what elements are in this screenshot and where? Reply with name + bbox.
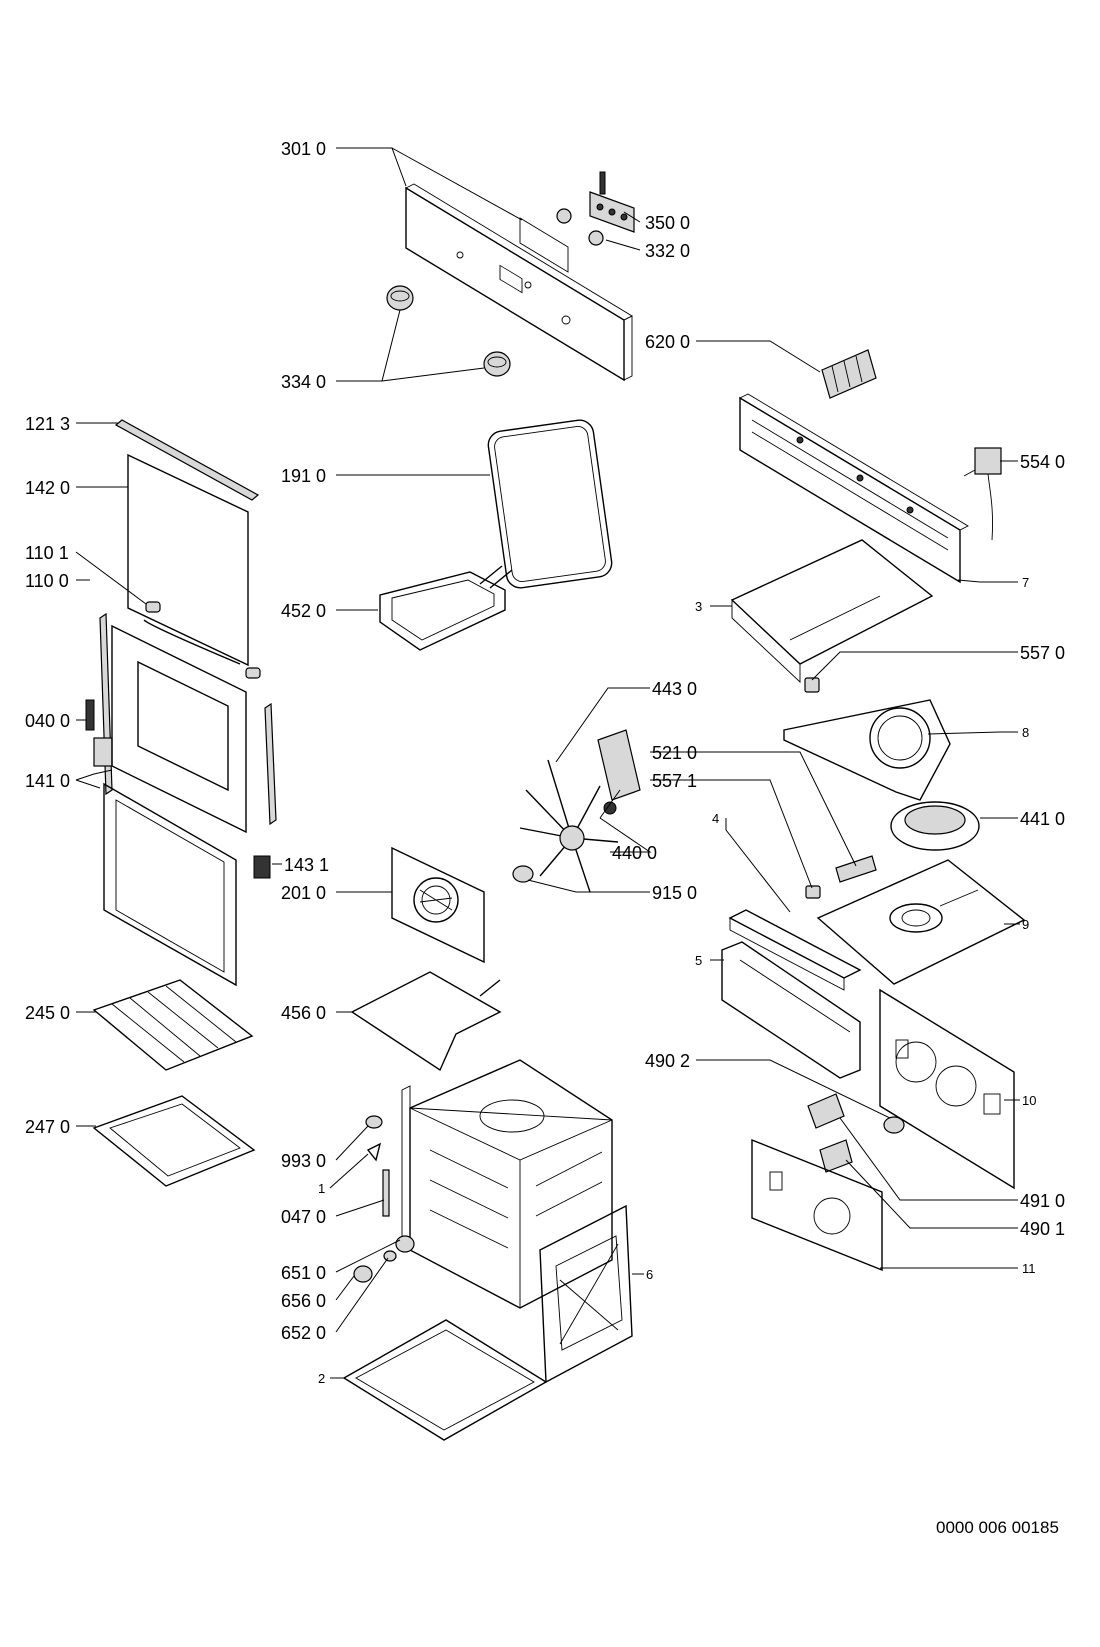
rear-top-frame	[739, 393, 969, 584]
callout-label: 11	[1022, 1261, 1036, 1276]
callout-label: 440 0	[612, 843, 657, 863]
callout-labels: 301 0 350 0 332 0 334 0 620 0 121 3 142 …	[25, 139, 1065, 1386]
cooling-fan	[890, 801, 980, 851]
callout-label: 651 0	[281, 1263, 326, 1283]
door-hinge-parts	[85, 601, 277, 826]
air-duct	[728, 909, 862, 991]
callout-label: 491 0	[1020, 1191, 1065, 1211]
callout-label: 521 0	[652, 743, 697, 763]
callout-label: 350 0	[645, 213, 690, 233]
callout-label: 191 0	[281, 466, 326, 486]
door-hinge-bracket	[253, 855, 271, 879]
lamp-socket	[819, 1139, 853, 1173]
safety-thermostat	[804, 677, 820, 693]
callout-label: 993 0	[281, 1151, 326, 1171]
oven-cavity	[401, 1059, 613, 1309]
callout-label: 554 0	[1020, 452, 1065, 472]
callout-label: 2	[318, 1371, 325, 1386]
leader-lines	[75, 147, 1020, 1379]
clock-module	[589, 171, 635, 233]
switch-shafts	[556, 208, 604, 246]
baking-tray	[92, 1095, 256, 1187]
wire-shelf	[92, 979, 254, 1071]
terminal-block	[821, 349, 877, 399]
callout-label: 656 0	[281, 1291, 326, 1311]
callout-label: 8	[1022, 725, 1029, 740]
fan-shroud	[783, 699, 951, 801]
control-panel-fascia	[405, 183, 633, 382]
callout-label: 452 0	[281, 601, 326, 621]
rear-panel	[879, 988, 1015, 1190]
door-switch	[835, 855, 877, 883]
lamp-holder	[883, 1116, 905, 1134]
callout-label: 5	[695, 953, 702, 968]
callout-label: 557 1	[652, 771, 697, 791]
callout-label: 443 0	[652, 679, 697, 699]
bottom-plate	[342, 1319, 548, 1441]
callout-label: 141 0	[25, 771, 70, 791]
cover-plate	[730, 539, 934, 684]
small-parts	[353, 1115, 415, 1283]
callout-label: 652 0	[281, 1323, 326, 1343]
callout-label: 040 0	[25, 711, 70, 731]
callout-label: 7	[1022, 575, 1029, 590]
callout-label: 557 0	[1020, 643, 1065, 663]
thermal-cutout	[805, 885, 821, 899]
callout-label: 6	[646, 1267, 653, 1282]
fan-motor	[597, 729, 641, 815]
callout-label: 915 0	[652, 883, 697, 903]
callout-label: 201 0	[281, 883, 326, 903]
callout-label: 10	[1022, 1093, 1036, 1108]
door-lower-frame	[103, 782, 237, 987]
callout-label: 3	[695, 599, 702, 614]
callout-label: 620 0	[645, 332, 690, 352]
callout-label: 332 0	[645, 241, 690, 261]
callout-label: 490 2	[645, 1051, 690, 1071]
callout-label: 047 0	[281, 1207, 326, 1227]
callout-label: 490 1	[1020, 1219, 1065, 1239]
callout-label: 245 0	[25, 1003, 70, 1023]
door-top-trim	[114, 419, 260, 501]
side-panel	[539, 1204, 633, 1384]
door-inner-glass	[127, 453, 249, 667]
callout-label: 110 0	[25, 571, 69, 591]
callout-label: 121 3	[25, 414, 70, 434]
callout-label: 9	[1022, 917, 1029, 932]
terminal-strip	[807, 1093, 845, 1129]
fan-cover	[391, 846, 485, 964]
callout-label: 456 0	[281, 1003, 326, 1023]
fan-nut	[512, 865, 534, 883]
door-gasket	[487, 419, 613, 589]
callout-label: 334 0	[281, 372, 326, 392]
callout-label: 301 0	[281, 139, 326, 159]
callout-label: 1	[318, 1181, 325, 1196]
callout-label: 142 0	[25, 478, 70, 498]
duct-bracket	[721, 941, 861, 1079]
fan-blade	[519, 759, 619, 893]
grill-element	[379, 565, 513, 651]
outer-door	[111, 619, 247, 834]
callout-label: 143 1	[284, 855, 329, 875]
lower-element	[350, 971, 502, 1072]
callout-label: 441 0	[1020, 809, 1065, 829]
top-cover	[816, 859, 1026, 985]
back-cover	[751, 1138, 883, 1272]
callout-label: 4	[712, 811, 719, 826]
callout-label: 110 1	[25, 543, 69, 563]
thermostat	[963, 447, 1002, 541]
document-id: 0000 006 00185	[936, 1518, 1059, 1537]
callout-label: 247 0	[25, 1117, 70, 1137]
